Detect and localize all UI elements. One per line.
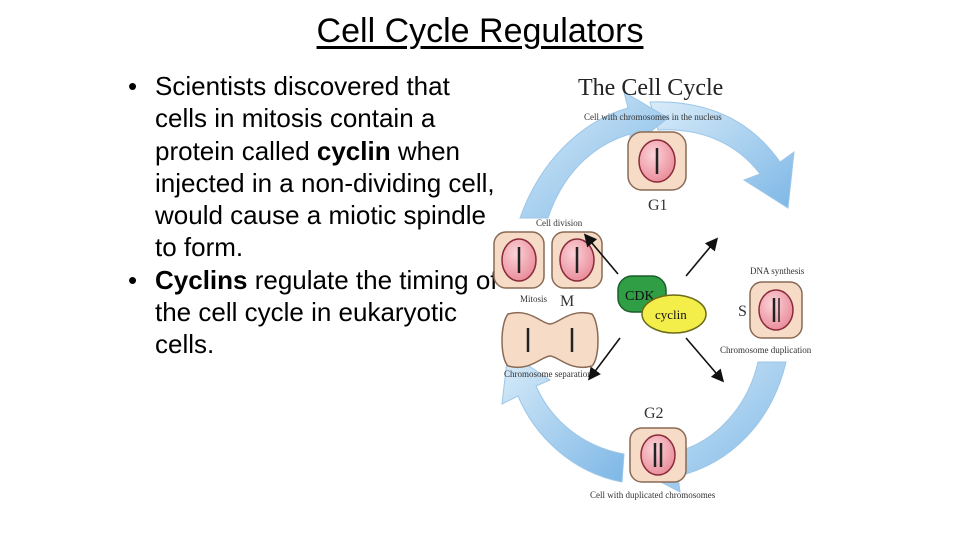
- label-cyclin: cyclin: [655, 307, 687, 322]
- label-m: M: [560, 293, 574, 310]
- label-cell-division: Cell division: [536, 218, 583, 228]
- diagram-title: The Cell Cycle: [578, 75, 723, 101]
- cycle-arrow-left: [519, 90, 669, 219]
- cycle-arrow-top: [649, 101, 795, 209]
- label-g2: G2: [644, 405, 664, 422]
- label-chromosome-separation: Chromosome separation: [504, 369, 592, 379]
- cell-g2: [629, 427, 687, 483]
- bullet-bold-term: cyclin: [316, 135, 391, 166]
- bullet-bold-term: Cyclins: [155, 264, 248, 295]
- label-cdk: CDK: [625, 289, 655, 304]
- bullet-item: Scientists discovered that cells in mito…: [128, 70, 508, 264]
- label-top-cell: Cell with chromosomes in the nucleus: [584, 112, 722, 122]
- cycle-arrow-bottom: [501, 351, 625, 483]
- cdk-cyclin-complex: CDK cyclin: [617, 275, 707, 334]
- bullet-item: Cyclins regulate the timing of the cell …: [128, 264, 508, 361]
- label-mitosis: Mitosis: [520, 294, 548, 304]
- bullet-list: Scientists discovered that cells in mito…: [128, 70, 508, 361]
- cell-mitosis-pair: [493, 231, 603, 289]
- label-s: S: [738, 303, 747, 320]
- bullet-text: when injected in a non-dividing cell, wo…: [155, 135, 495, 263]
- slide-title: Cell Cycle Regulators: [316, 12, 644, 50]
- label-g1: G1: [648, 197, 668, 214]
- label-chromosome-duplication: Chromosome duplication: [720, 345, 812, 355]
- regulation-arrows: [583, 233, 725, 383]
- cell-g1: [627, 131, 687, 191]
- cell-s: [749, 281, 803, 339]
- cell-cycle-diagram: The Cell Cycle Cell with chromosomes in …: [493, 75, 812, 500]
- bullet-text: regulate the timing of the cell cycle in…: [155, 264, 498, 360]
- bullet-text: Scientists discovered that cells in mito…: [155, 71, 450, 166]
- label-dna-synthesis: DNA synthesis: [750, 266, 805, 276]
- label-bottom-cell: Cell with duplicated chromosomes: [590, 490, 716, 500]
- cell-dividing: [501, 311, 599, 369]
